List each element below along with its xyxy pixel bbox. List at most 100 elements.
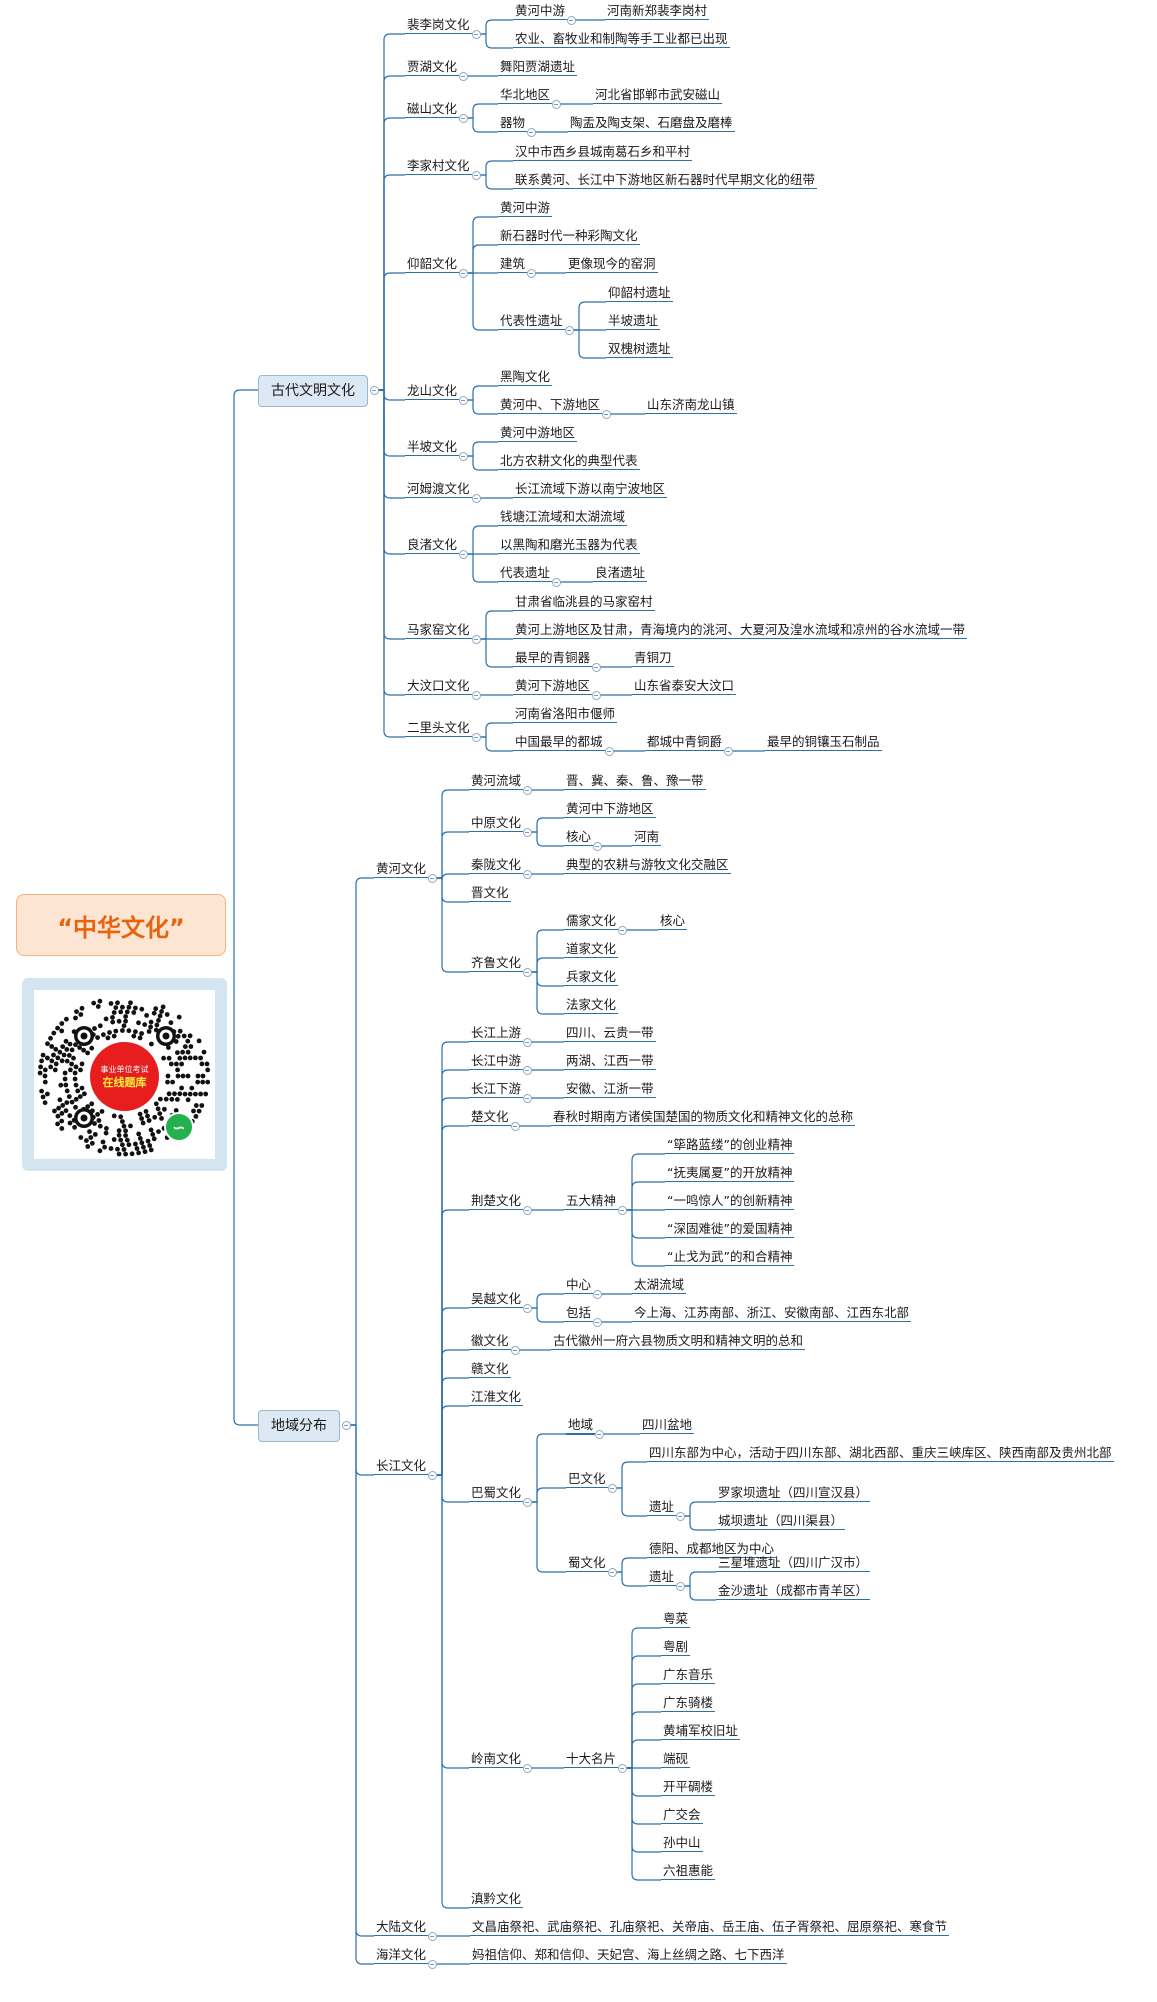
topic-node[interactable]: 代表遗址 bbox=[498, 565, 553, 582]
topic-node[interactable]: 四川东部为中心，活动于四川东部、湖北西部、重庆三峡库区、陕西南部及贵州北部 bbox=[647, 1445, 1114, 1462]
list-item[interactable]: 粤剧 bbox=[661, 1639, 691, 1656]
collapse-toggle-icon[interactable] bbox=[522, 1093, 532, 1103]
collapse-toggle-icon[interactable] bbox=[522, 1037, 532, 1047]
topic-node[interactable]: 山东省泰安大汶口 bbox=[632, 678, 737, 695]
topic-node[interactable]: “筚路蓝缕”的创业精神 bbox=[665, 1137, 795, 1154]
topic-node[interactable]: 包括 bbox=[564, 1305, 594, 1322]
topic-node[interactable]: “深固难徙”的爱国精神 bbox=[665, 1221, 795, 1238]
collapse-toggle-icon[interactable] bbox=[522, 1763, 532, 1773]
list-item[interactable]: 广东骑楼 bbox=[661, 1695, 716, 1712]
topic-node[interactable]: 河南省洛阳市偃师 bbox=[513, 706, 618, 723]
topic-node[interactable]: 半坡文化 bbox=[405, 439, 460, 456]
topic-node[interactable]: 金沙遗址（成都市青羊区） bbox=[716, 1583, 871, 1600]
topic-node[interactable]: 四川、云贵一带 bbox=[564, 1025, 656, 1042]
topic-node[interactable]: 长江中游 bbox=[469, 1053, 524, 1070]
topic-node[interactable]: 晋、冀、秦、鲁、豫一带 bbox=[564, 773, 706, 790]
collapse-toggle-icon[interactable] bbox=[427, 1470, 437, 1480]
topic-node[interactable]: “一鸣惊人”的创新精神 bbox=[665, 1193, 795, 1210]
collapse-toggle-icon[interactable] bbox=[471, 29, 481, 39]
topic-node[interactable]: 李家村文化 bbox=[405, 158, 472, 175]
topic-node[interactable]: 农业、畜牧业和制陶等手工业都已出现 bbox=[513, 31, 730, 48]
collapse-toggle-icon[interactable] bbox=[427, 1959, 437, 1969]
topic-ancient-civilization[interactable]: 古代文明文化 bbox=[258, 375, 368, 407]
collapse-toggle-icon[interactable] bbox=[564, 325, 574, 335]
collapse-toggle-icon[interactable] bbox=[526, 127, 536, 137]
collapse-toggle-icon[interactable] bbox=[607, 1483, 617, 1493]
topic-node[interactable]: 秦陇文化 bbox=[469, 857, 524, 874]
topic-node[interactable]: 吴越文化 bbox=[469, 1291, 524, 1308]
collapse-toggle-icon[interactable] bbox=[591, 662, 601, 672]
collapse-toggle-icon[interactable] bbox=[675, 1511, 685, 1521]
topic-node[interactable]: 中心 bbox=[564, 1277, 594, 1294]
topic-node[interactable]: 蜀文化 bbox=[566, 1555, 608, 1572]
topic-node[interactable]: 器物 bbox=[498, 115, 528, 132]
collapse-toggle-icon[interactable] bbox=[723, 746, 733, 756]
collapse-toggle-icon[interactable] bbox=[369, 385, 379, 395]
topic-node[interactable]: 中国最早的都城 bbox=[513, 734, 605, 751]
topic-node[interactable]: 联系黄河、长江中下游地区新石器时代早期文化的纽带 bbox=[513, 172, 818, 189]
topic-node[interactable]: 河姆渡文化 bbox=[405, 481, 472, 498]
topic-node[interactable]: 长江上游 bbox=[469, 1025, 524, 1042]
topic-node[interactable]: 黄河中游 bbox=[498, 200, 553, 217]
collapse-toggle-icon[interactable] bbox=[471, 732, 481, 742]
collapse-toggle-icon[interactable] bbox=[592, 1289, 602, 1299]
topic-node[interactable]: 四川盆地 bbox=[640, 1417, 695, 1434]
topic-node[interactable]: 徽文化 bbox=[469, 1333, 511, 1350]
collapse-toggle-icon[interactable] bbox=[522, 1303, 532, 1313]
topic-node[interactable]: 江淮文化 bbox=[469, 1389, 524, 1406]
topic-node[interactable]: 舞阳贾湖遗址 bbox=[498, 59, 578, 76]
topic-node[interactable]: 黄河中游 bbox=[513, 3, 568, 20]
collapse-toggle-icon[interactable] bbox=[522, 1065, 532, 1075]
collapse-toggle-icon[interactable] bbox=[427, 1931, 437, 1941]
topic-node[interactable]: 遗址 bbox=[647, 1499, 677, 1516]
collapse-toggle-icon[interactable] bbox=[458, 395, 468, 405]
topic-node[interactable]: 陶盂及陶支架、石磨盘及磨棒 bbox=[568, 115, 735, 132]
topic-node[interactable]: 半坡遗址 bbox=[606, 313, 661, 330]
topic-node[interactable]: 青铜刀 bbox=[632, 650, 674, 667]
topic-node[interactable]: 河南新郑裴李岗村 bbox=[605, 3, 710, 20]
collapse-toggle-icon[interactable] bbox=[427, 873, 437, 883]
topic-node[interactable]: 黄河中、下游地区 bbox=[498, 397, 603, 414]
topic-node[interactable]: 荆楚文化 bbox=[469, 1193, 524, 1210]
topic-node[interactable]: 楚文化 bbox=[469, 1109, 511, 1126]
topic-node[interactable]: 罗家坝遗址（四川宣汉县） bbox=[716, 1485, 871, 1502]
topic-node[interactable]: 核心 bbox=[658, 913, 688, 930]
topic-node[interactable]: 遗址 bbox=[647, 1569, 677, 1586]
topic-node[interactable]: 古代徽州一府六县物质文明和精神文明的总和 bbox=[551, 1333, 806, 1350]
collapse-toggle-icon[interactable] bbox=[510, 1345, 520, 1355]
collapse-toggle-icon[interactable] bbox=[566, 15, 576, 25]
topic-node[interactable]: 河北省邯郸市武安磁山 bbox=[593, 87, 723, 104]
collapse-toggle-icon[interactable] bbox=[522, 785, 532, 795]
topic-node[interactable]: 仰韶村遗址 bbox=[606, 285, 673, 302]
topic-node[interactable]: 典型的农耕与游牧文化交融区 bbox=[564, 857, 731, 874]
topic-node[interactable]: 大汶口文化 bbox=[405, 678, 472, 695]
collapse-toggle-icon[interactable] bbox=[617, 925, 627, 935]
topic-node[interactable]: 儒家文化 bbox=[564, 913, 619, 930]
list-item[interactable]: 六祖惠能 bbox=[661, 1863, 716, 1880]
topic-node[interactable]: 长江流域下游以南宁波地区 bbox=[513, 481, 668, 498]
topic-node[interactable]: 核心 bbox=[564, 829, 594, 846]
topic-node[interactable]: 黄河下游地区 bbox=[513, 678, 593, 695]
topic-node[interactable]: 安徽、江浙一带 bbox=[564, 1081, 656, 1098]
topic-node[interactable]: 法家文化 bbox=[564, 997, 619, 1014]
topic-node[interactable]: 黄河中游地区 bbox=[498, 425, 578, 442]
topic-node[interactable]: 新石器时代一种彩陶文化 bbox=[498, 228, 640, 245]
topic-node[interactable]: 中原文化 bbox=[469, 815, 524, 832]
topic-node[interactable]: 双槐树遗址 bbox=[606, 341, 673, 358]
collapse-toggle-icon[interactable] bbox=[522, 869, 532, 879]
collapse-toggle-icon[interactable] bbox=[594, 1429, 604, 1439]
topic-node[interactable]: 甘肃省临洮县的马家窑村 bbox=[513, 594, 655, 611]
topic-node[interactable]: “抚夷属夏”的开放精神 bbox=[665, 1165, 795, 1182]
topic-node[interactable]: 代表性遗址 bbox=[498, 313, 565, 330]
collapse-toggle-icon[interactable] bbox=[522, 827, 532, 837]
topic-node[interactable]: 都城中青铜爵 bbox=[645, 734, 725, 751]
topic-node[interactable]: 钱塘江流域和太湖流域 bbox=[498, 509, 628, 526]
collapse-toggle-icon[interactable] bbox=[675, 1581, 685, 1591]
collapse-toggle-icon[interactable] bbox=[526, 268, 536, 278]
list-item[interactable]: 广东音乐 bbox=[661, 1667, 716, 1684]
topic-node[interactable]: 晋文化 bbox=[469, 885, 511, 902]
topic-node[interactable]: 今上海、江苏南部、浙江、安徽南部、江西东北部 bbox=[632, 1305, 912, 1322]
collapse-toggle-icon[interactable] bbox=[522, 967, 532, 977]
topic-node[interactable]: 滇黔文化 bbox=[469, 1891, 524, 1908]
topic-regional-distribution[interactable]: 地域分布 bbox=[258, 1410, 340, 1442]
